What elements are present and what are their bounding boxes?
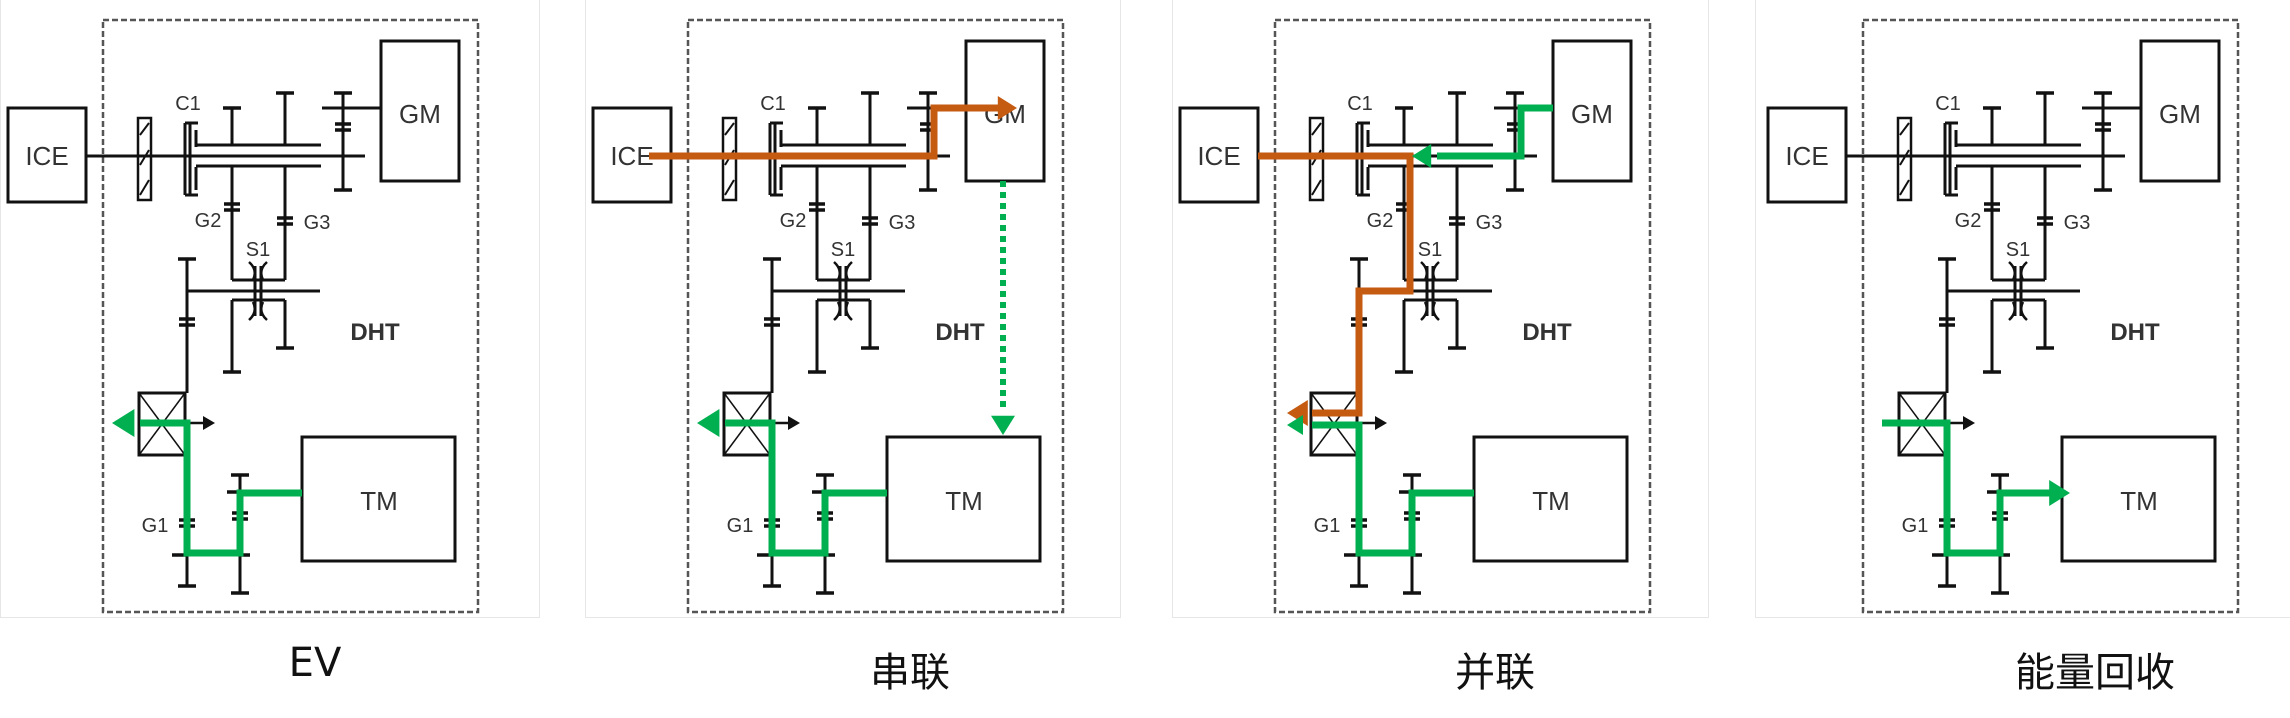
damper-hatch — [139, 122, 150, 136]
wheel-arrow-right-head — [1375, 416, 1387, 430]
wheel-arrow-right-head — [1963, 416, 1975, 430]
gm-label: GM — [399, 99, 441, 129]
electric-flow-arrow — [112, 409, 135, 437]
clutch-c1-label: C1 — [760, 93, 786, 115]
damper-hatch — [139, 149, 150, 166]
s1-sync-claws — [248, 261, 268, 321]
damper-hatch — [1311, 179, 1322, 196]
g2-label: G2 — [780, 210, 807, 232]
tm-label: TM — [2120, 486, 2158, 516]
regen-flow-arrow — [2049, 480, 2070, 506]
g3-label: G3 — [2064, 212, 2091, 234]
damper-hatch — [1899, 122, 1910, 136]
ice-label: ICE — [1197, 141, 1240, 171]
dht-boundary — [1861, 18, 2240, 614]
panel-card-series — [585, 0, 1121, 618]
electric-flow-path — [725, 419, 887, 557]
tm-box — [2060, 435, 2217, 563]
g1-label: G1 — [142, 515, 169, 537]
g2-label: G2 — [1955, 210, 1982, 232]
tm-box — [300, 435, 457, 563]
ice-label: ICE — [610, 141, 653, 171]
generator-flow-arrow — [991, 415, 1015, 435]
tm-box — [1472, 435, 1629, 563]
clutch-c1-label: C1 — [1347, 93, 1373, 115]
regen-flow-path — [1882, 419, 2050, 557]
g3-label: G3 — [1476, 212, 1503, 234]
gm-flow-arrow — [1412, 144, 1432, 168]
caption-regeneration: 能量回收 — [2015, 650, 2175, 696]
damper-hatch — [724, 179, 735, 196]
s1-label: S1 — [831, 239, 855, 261]
s1-label: S1 — [2006, 239, 2030, 261]
panel-card-parallel — [1172, 0, 1709, 618]
tm-label: TM — [360, 486, 398, 516]
g2-label: G2 — [1367, 210, 1394, 232]
caption-parallel: 并联 — [1455, 650, 1535, 696]
engine-flow-arrow — [997, 96, 1017, 120]
tm-label: TM — [1532, 486, 1570, 516]
wheel-arrow-right-head — [788, 416, 800, 430]
gm-label: GM — [1571, 99, 1613, 129]
s1-label: S1 — [1418, 239, 1442, 261]
gm-label: GM — [2159, 99, 2201, 129]
caption-series: 串联 — [870, 650, 950, 696]
damper-hatch — [724, 122, 735, 136]
damper-hatch — [1899, 179, 1910, 196]
engine-flow-path — [1258, 152, 1414, 417]
s1-label: S1 — [246, 239, 270, 261]
damper-hatch — [1899, 149, 1910, 166]
dht-boundary — [686, 18, 1065, 614]
gm-box — [2139, 39, 2221, 183]
clutch-c1-label: C1 — [175, 93, 201, 115]
damper — [136, 116, 153, 202]
damper-hatch — [1311, 122, 1322, 136]
engine-flow-path — [649, 104, 1010, 160]
g2-label: G2 — [195, 210, 222, 232]
damper-hatch — [139, 179, 150, 196]
g3-label: G3 — [889, 212, 916, 234]
g1-label: G1 — [727, 515, 754, 537]
dht-label: DHT — [1522, 319, 1572, 346]
gm-flow-path — [1437, 104, 1553, 160]
dht-boundary — [1273, 18, 1652, 614]
tm-box — [885, 435, 1042, 563]
s1-sync-claws — [2008, 261, 2028, 321]
gm-box — [379, 39, 461, 183]
dht-label: DHT — [350, 319, 400, 346]
electric-flow-path — [1312, 421, 1474, 557]
s1-sync-claws — [833, 261, 853, 321]
wheel-arrow-right-head — [203, 416, 215, 430]
g1-label: G1 — [1314, 515, 1341, 537]
caption-ev: EV — [288, 640, 342, 686]
g1-label: G1 — [1902, 515, 1929, 537]
s1-sync-claws — [1420, 261, 1440, 321]
electric-flow-arrow — [697, 409, 720, 437]
ice-label: ICE — [25, 141, 68, 171]
panel-card-ev — [0, 0, 540, 618]
dht-label: DHT — [2110, 319, 2160, 346]
g3-label: G3 — [304, 212, 331, 234]
ice-label: ICE — [1785, 141, 1828, 171]
damper — [1896, 116, 1913, 202]
electric-flow-path — [140, 419, 302, 557]
electric-flow-arrow — [1287, 415, 1303, 435]
clutch-c1-label: C1 — [1935, 93, 1961, 115]
tm-label: TM — [945, 486, 983, 516]
dht-boundary — [101, 18, 480, 614]
dht-label: DHT — [935, 319, 985, 346]
